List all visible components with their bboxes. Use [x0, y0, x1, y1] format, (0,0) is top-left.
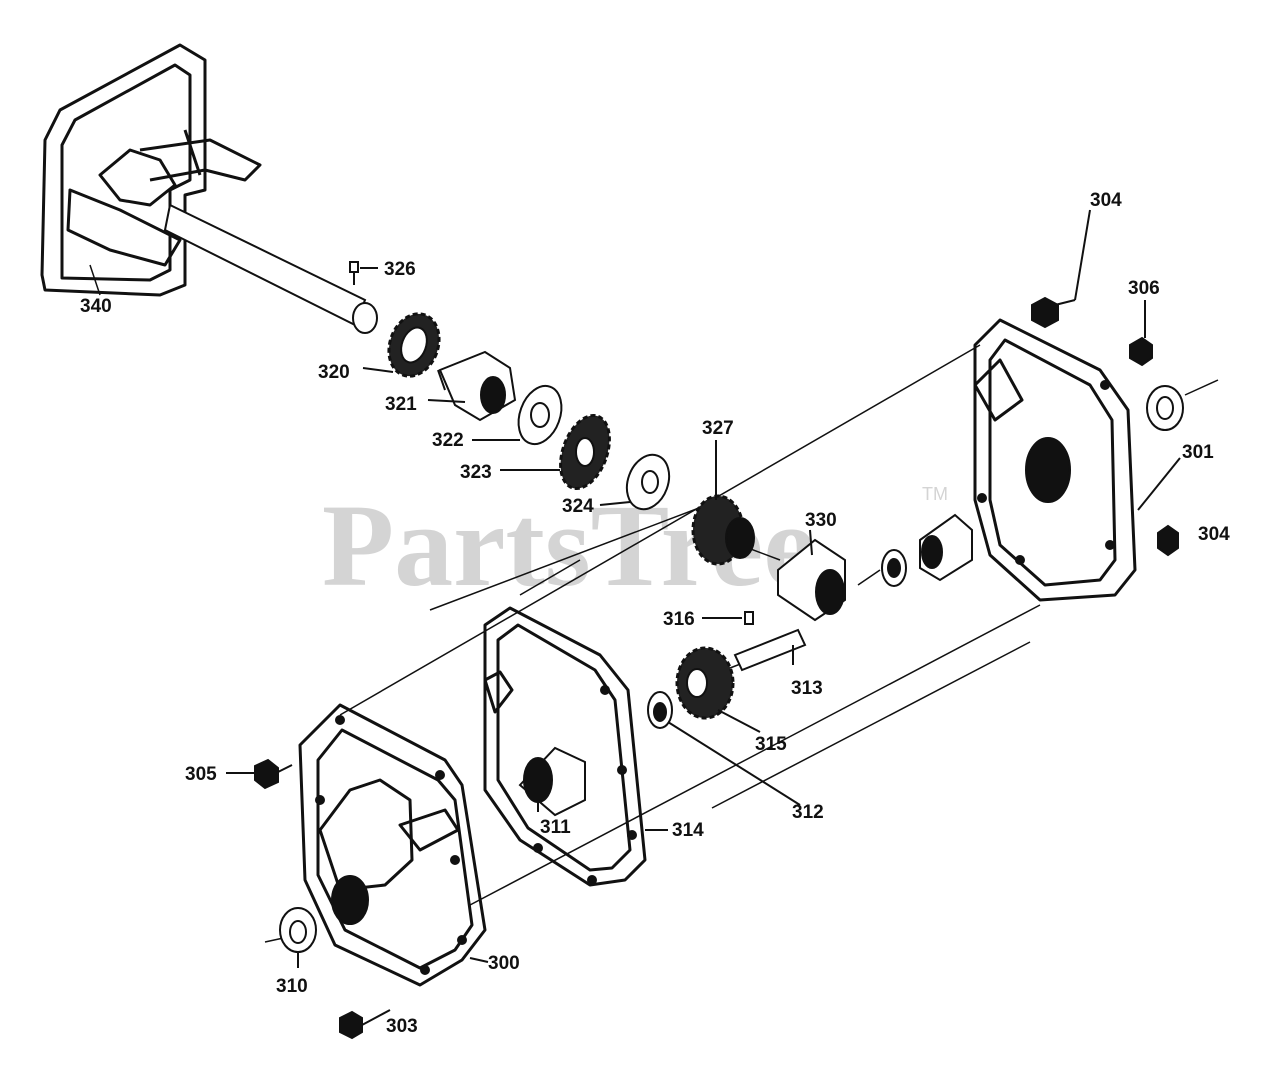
part-315-gear: [675, 646, 761, 733]
callout-306: 306: [1128, 278, 1160, 299]
callout-315: 315: [755, 734, 787, 755]
callout-310: 310: [276, 976, 308, 997]
part-300-housing-front: [298, 703, 489, 987]
part-320-flange: [362, 312, 441, 378]
part-314-housing-middle: [483, 606, 668, 887]
callout-327: 327: [702, 418, 734, 439]
callout-305: 305: [185, 764, 217, 785]
part-327-worm-gear: [691, 440, 755, 566]
part-bearing-pair: [881, 513, 973, 587]
part-301-housing-right: [973, 318, 1181, 602]
callout-312: 312: [792, 802, 824, 823]
callout-labels: 304 306 301 304 326 340 320 321 322 323 …: [80, 190, 1230, 1037]
part-hardware-right: [1031, 209, 1184, 557]
callout-313: 313: [791, 678, 823, 699]
part-326-pin: [349, 261, 378, 285]
callout-314: 314: [672, 820, 704, 841]
part-hardware-front: [226, 758, 391, 1040]
callout-330: 330: [805, 510, 837, 531]
part-330-sleeve: [777, 529, 846, 622]
callout-304-right: 304: [1198, 524, 1230, 545]
watermark-trademark: TM: [922, 484, 948, 504]
callout-326: 326: [384, 259, 416, 280]
callout-311: 311: [540, 817, 571, 838]
part-321-bushing: [427, 350, 517, 422]
callout-316: 316: [663, 609, 695, 630]
callout-340: 340: [80, 296, 112, 317]
callout-300: 300: [488, 953, 520, 974]
callout-323: 323: [460, 462, 492, 483]
part-312-washer: [647, 691, 801, 806]
callout-320: 320: [318, 362, 350, 383]
callout-321: 321: [385, 394, 417, 415]
part-340-auger-bracket: [40, 43, 378, 334]
callout-303: 303: [386, 1016, 418, 1037]
alignment-lines: [264, 344, 1219, 943]
part-316-313-shaft: [702, 611, 807, 672]
callout-301: 301: [1182, 442, 1214, 463]
part-324-washer: [599, 453, 671, 511]
part-322-washer: [472, 384, 563, 446]
callout-324: 324: [562, 496, 594, 517]
part-323-gear: [500, 414, 611, 490]
callout-322: 322: [432, 430, 464, 451]
callout-304-top: 304: [1090, 190, 1122, 211]
